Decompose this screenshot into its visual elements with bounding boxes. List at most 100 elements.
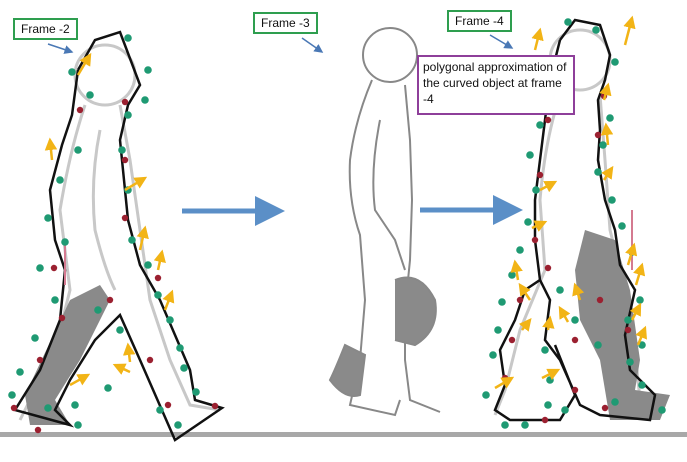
feature-point — [526, 151, 534, 159]
yellow-arrow-icon — [136, 225, 149, 251]
feature-point — [154, 291, 162, 299]
feature-point-red — [544, 116, 552, 124]
feature-point-red — [571, 336, 579, 344]
feature-point-red — [34, 426, 42, 434]
yellow-arrow-icon — [124, 176, 148, 192]
feature-point — [116, 326, 124, 334]
feature-point — [68, 68, 76, 76]
frame-4-label: Frame -4 — [447, 10, 512, 32]
feature-point — [71, 401, 79, 409]
feature-point — [501, 421, 509, 429]
yellow-arrow-icon — [518, 318, 532, 332]
feature-point-red — [58, 314, 66, 322]
feature-point — [532, 186, 540, 194]
feature-point-red — [536, 171, 544, 179]
yellow-arrow-icon — [494, 376, 515, 390]
yellow-arrow-icon — [542, 315, 555, 331]
feature-point — [44, 214, 52, 222]
leg-silhouette — [25, 285, 110, 425]
feature-point — [144, 66, 152, 74]
feature-point-red — [76, 106, 84, 114]
feature-point — [521, 421, 529, 429]
feature-point — [544, 401, 552, 409]
feature-point — [592, 26, 600, 34]
feature-point-red — [516, 296, 524, 304]
yellow-arrow-icon — [629, 302, 642, 321]
feature-point-red — [624, 326, 632, 334]
feature-point — [124, 34, 132, 42]
feature-point — [494, 326, 502, 334]
feature-point — [638, 381, 646, 389]
feature-point — [74, 421, 82, 429]
feature-point — [489, 351, 497, 359]
yellow-arrow-icon — [625, 242, 638, 266]
feature-point-red — [594, 131, 602, 139]
pointer-arrow-icon — [301, 37, 324, 53]
feature-point — [86, 91, 94, 99]
yellow-arrow-icon — [539, 180, 558, 193]
yellow-arrow-icon — [599, 82, 612, 101]
feature-point-red — [50, 264, 58, 272]
feature-point — [51, 296, 59, 304]
feature-point — [606, 114, 614, 122]
feature-point-red — [544, 264, 552, 272]
feature-point — [8, 391, 16, 399]
figure-frame-3 — [328, 27, 441, 417]
feature-point — [599, 141, 607, 149]
yellow-arrow-icon — [633, 262, 646, 286]
feature-point-red — [10, 404, 18, 412]
motion-vectors — [44, 15, 647, 390]
yellow-arrow-icon — [162, 289, 175, 311]
feature-point — [61, 238, 69, 246]
frame-3-label: Frame -3 — [253, 12, 318, 34]
feature-point — [618, 222, 626, 230]
feature-point — [658, 406, 666, 414]
yellow-arrow-icon — [558, 305, 571, 323]
feature-point — [56, 176, 64, 184]
yellow-arrow-icon — [601, 165, 614, 181]
feature-point — [516, 246, 524, 254]
feature-point-red — [154, 274, 162, 282]
yellow-arrow-icon — [122, 342, 136, 363]
feature-point-red — [571, 386, 579, 394]
feature-point — [174, 421, 182, 429]
yellow-arrow-icon — [623, 15, 636, 46]
feature-point — [624, 316, 632, 324]
feature-point-red — [531, 236, 539, 244]
feature-point — [144, 261, 152, 269]
feature-point — [44, 404, 52, 412]
feature-point — [594, 168, 602, 176]
feature-point-red — [121, 156, 129, 164]
figure-frame-2 — [13, 30, 225, 442]
feature-point-red — [121, 214, 129, 222]
feature-point — [118, 146, 126, 154]
pointer-arrow-icon — [47, 43, 74, 54]
feature-point — [571, 316, 579, 324]
yellow-arrow-icon — [635, 325, 647, 346]
feature-point-red — [596, 296, 604, 304]
feature-points-red — [10, 92, 632, 434]
feature-point — [128, 236, 136, 244]
feature-point — [104, 384, 112, 392]
feature-point — [498, 298, 506, 306]
feature-point — [594, 341, 602, 349]
pointer-arrow-icon — [489, 34, 514, 49]
yellow-arrow-icon — [153, 249, 166, 271]
feature-point-red — [146, 356, 154, 364]
feature-point — [636, 296, 644, 304]
feature-point-red — [164, 401, 172, 409]
feature-point — [482, 391, 490, 399]
polygon-note: polygonal approximation of the curved ob… — [417, 55, 575, 115]
feature-point — [192, 388, 200, 396]
yellow-arrow-icon — [44, 137, 58, 161]
yellow-arrow-icon — [76, 52, 92, 76]
yellow-arrow-icon — [572, 282, 585, 301]
feature-point — [536, 121, 544, 129]
feature-points-green — [8, 18, 666, 429]
feature-point-red — [106, 296, 114, 304]
feature-point — [141, 96, 149, 104]
feature-point-red — [541, 416, 549, 424]
feature-point — [74, 146, 82, 154]
feature-point — [94, 306, 102, 314]
